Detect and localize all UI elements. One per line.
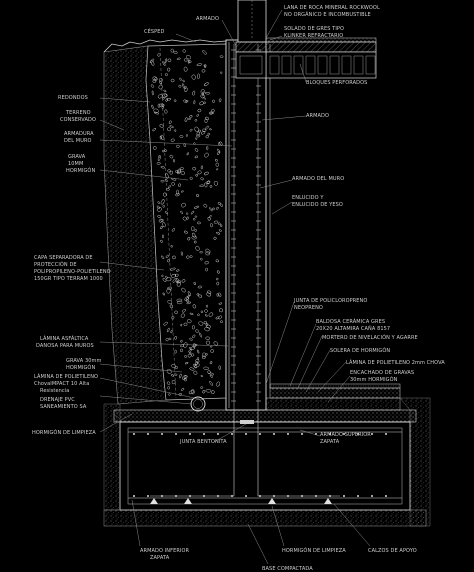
retaining-wall bbox=[225, 39, 267, 411]
label-bloques: BLOQUES PERFORADOS bbox=[306, 80, 367, 86]
upper-wall bbox=[237, 0, 267, 43]
concrete-slab-floor bbox=[269, 387, 401, 399]
label-armado-sup-2: ZAPATA bbox=[320, 439, 340, 445]
label-lana-1: LANA DE ROCA MINERAL ROCKWOOL bbox=[284, 5, 380, 11]
label-cesped: CÉSPED bbox=[144, 27, 164, 35]
compacted-base bbox=[103, 509, 427, 527]
tile-finish bbox=[265, 37, 377, 43]
side-terrain-right bbox=[399, 397, 431, 527]
leader-lines bbox=[99, 9, 371, 565]
side-terrain-left bbox=[103, 403, 121, 511]
upper-beam-core bbox=[239, 55, 263, 75]
label-grava30-2: HORMIGÓN bbox=[66, 364, 95, 371]
label-capa-2: PROTECCIÓN DE bbox=[34, 261, 77, 268]
label-lamina-pe-1: LÁMINA DE POLIETILENO bbox=[34, 373, 98, 380]
drain-pipe-inner bbox=[193, 399, 203, 409]
spacer-4 bbox=[324, 498, 332, 504]
block-cells bbox=[269, 55, 376, 75]
floor-slab bbox=[235, 41, 377, 53]
label-capa-4: 150GR TIPO TERRAM 1000 bbox=[34, 276, 103, 282]
label-grava-3: HORMIGÓN bbox=[66, 167, 95, 174]
label-grava-1: GRAVA bbox=[68, 154, 86, 160]
label-calzos: CALZOS DE APOYO bbox=[368, 548, 417, 554]
label-armado-inf-2: ZAPATA bbox=[150, 555, 170, 561]
label-lamina-l-1: LÁMINA ASFÁLTICA bbox=[40, 335, 89, 342]
ceramic-tile-floor bbox=[269, 383, 401, 389]
spacer-1 bbox=[150, 498, 158, 504]
label-armado-muro: ARMADO DEL MURO bbox=[292, 176, 344, 182]
label-solado-1: SOLADO DE GRES TIPO bbox=[284, 26, 344, 32]
label-horm-limpieza-b: HORMIGÓN DE LIMPIEZA bbox=[282, 547, 346, 554]
label-enlucido-1: ENLUCIDO Y bbox=[292, 195, 324, 201]
label-lamina-l-2: DANOSA PARA MUROS bbox=[36, 343, 94, 349]
label-armado-sup-1: ARMADO SUPERIOR bbox=[320, 432, 371, 438]
drain-pipe bbox=[190, 396, 206, 412]
label-armadura-2: DEL MURO bbox=[64, 138, 92, 144]
label-mortero: MORTERO DE NIVELACIÓN Y AGARRE bbox=[322, 334, 418, 341]
label-capa-3: POLIPROPILENO-POLIETILENO bbox=[34, 269, 111, 275]
label-lamina-poli: LÁMINA DE POLIETILENO 2mm CHOVA bbox=[346, 359, 445, 366]
label-solado-2: KLINKER REFRACTARIO bbox=[284, 33, 343, 39]
starter-bar-left bbox=[150, 412, 235, 497]
label-encachado-2: 30mm HORMIGÓN bbox=[350, 376, 398, 383]
perforated-blocks bbox=[265, 51, 377, 79]
spacer-2 bbox=[184, 498, 192, 504]
spacer-3 bbox=[268, 498, 276, 504]
label-capa-1: CAPA SEPARADORA DE bbox=[34, 255, 93, 261]
label-base: BASE COMPACTADA bbox=[262, 566, 313, 572]
label-baldosa-2: 20X20 ALTAMIRA CAÑA 8157 bbox=[316, 325, 390, 332]
label-drenaje-2: SANEAMIENTO SA bbox=[40, 404, 87, 410]
label-lana-2: NO ORGÁNICO E INCOMBUSTIBLE bbox=[284, 11, 371, 18]
label-armado-inf-1: ARMADO INFERIOR bbox=[140, 548, 190, 554]
label-solera: SOLERA DE HORMIGÓN bbox=[330, 347, 390, 354]
label-grava30-1: GRAVA 30mm bbox=[66, 358, 101, 364]
upper-beam bbox=[235, 51, 267, 79]
label-lamina-pe-3: Resistencia bbox=[40, 388, 69, 394]
label-lamina-pe-2: ChovaIMPACT 10 Alta bbox=[34, 381, 89, 387]
label-armado-top: ARMADO bbox=[196, 16, 219, 22]
label-grava-2: 10MM bbox=[68, 161, 83, 167]
label-junta-bentonita: JUNTA BENTONITA bbox=[179, 439, 227, 445]
footing-rebar-cage bbox=[127, 427, 403, 505]
label-redondos: REDONDOS bbox=[58, 95, 88, 101]
label-enlucido-2: ENLUCIDO DE YESO bbox=[292, 202, 343, 208]
label-junta-1: JUNTA DE POLICLOROPRENO bbox=[293, 298, 367, 304]
bentonite-joint bbox=[240, 420, 254, 424]
grass-line bbox=[103, 39, 227, 53]
label-baldosa-1: BALDOSA CERÁMICA GRES bbox=[316, 318, 385, 325]
label-terreno-2: CONSERVADO bbox=[60, 117, 96, 123]
label-encachado-1: ENCACHADO DE GRAVAS bbox=[350, 370, 414, 376]
label-terreno-1: TERRENO bbox=[65, 110, 91, 116]
blinding-concrete bbox=[113, 409, 417, 423]
starter-bar-right bbox=[257, 412, 340, 497]
label-drenaje-1: DRENAJE PVC bbox=[40, 397, 75, 403]
gravel-bed bbox=[265, 397, 401, 411]
label-armadura-1: ARMADURA bbox=[64, 131, 94, 137]
separation-layer bbox=[159, 47, 177, 399]
label-horm-limpieza-l: HORMIGÓN DE LIMPIEZA bbox=[32, 429, 96, 436]
gravel-stones bbox=[149, 48, 224, 396]
label-junta-2: NEOPRENO bbox=[294, 305, 323, 311]
label-armado-r: ARMADO bbox=[306, 113, 329, 119]
